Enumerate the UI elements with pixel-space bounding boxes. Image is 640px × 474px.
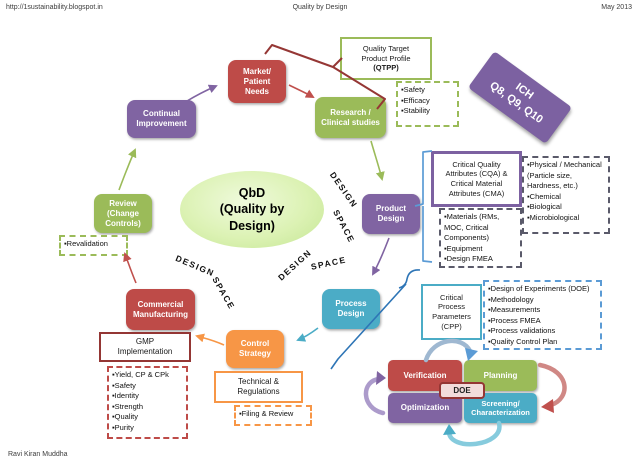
- node-research-clinical-studies: Research / Clinical studies: [315, 97, 386, 138]
- qtpp-acronym: (QTPP): [373, 63, 399, 73]
- list-item: ▪Methodology: [488, 294, 534, 304]
- list-item: ▪Process validations: [488, 326, 556, 335]
- qtpp-title: Quality Target Product Profile: [361, 43, 411, 63]
- arrow-control-to-gmp: [195, 333, 225, 346]
- page-title: Quality by Design: [292, 4, 348, 11]
- arrow-planning-to-screening: [537, 362, 567, 413]
- arrow-optimization-to-verification: [363, 371, 386, 416]
- arrow-continual-to-market: [186, 84, 218, 102]
- node-continual-improvement: Continual Improvement: [127, 100, 196, 138]
- list-revalidation: ▪Revalidation: [59, 235, 128, 256]
- ich-q8-q9-q10-badge: ICH Q8, Q9, Q10: [467, 51, 573, 144]
- design-space-label-bottom-1: DESIGN: [276, 247, 314, 283]
- list-item: ▪Yield, CP & CPk: [112, 370, 169, 379]
- callout-cpp: Critical Process Parameters (CPP): [421, 284, 482, 340]
- list-doe-items: ▪Design of Experiments (DOE)▪Methodology…: [483, 280, 602, 350]
- list-item: ▪Stability: [401, 106, 430, 115]
- callout-cqa-cma: Critical Quality Attributes (CQA) & Crit…: [431, 151, 522, 207]
- callout-technical-regulations: Technical & Regulations: [214, 371, 303, 403]
- node-control-strategy: Control Strategy: [226, 330, 284, 368]
- list-item: ▪Biological: [527, 202, 562, 211]
- list-item: ▪Safety: [112, 380, 136, 390]
- callout-qtpp: Quality Target Product Profile (QTPP): [340, 37, 432, 80]
- list-item: ▪Process FMEA: [488, 315, 541, 325]
- arrow-process-to-control: [296, 327, 319, 342]
- header-date: May 2013: [601, 4, 632, 11]
- design-space-label-left-1: DESIGN: [174, 253, 217, 279]
- list-item: ▪Quality: [112, 412, 139, 421]
- list-item: ▪Chemical: [527, 191, 561, 201]
- arrow-screening-to-optimization: [443, 420, 502, 447]
- list-physical-attributes: ▪Physical / Mechanical (Particle size, H…: [522, 156, 610, 234]
- list-item: ▪Identity: [112, 391, 139, 400]
- cycle-screening-characterization: Screening/ Characterization: [464, 393, 537, 423]
- node-process-design: Process Design: [322, 289, 380, 329]
- node-review-change-controls: Review (Change Controls): [94, 194, 152, 233]
- list-item: ▪Design of Experiments (DOE): [488, 284, 590, 293]
- arrow-review-to-continual: [118, 148, 137, 191]
- list-filing-review: ▪Filing & Review: [234, 405, 312, 426]
- cycle-doe-center: DOE: [439, 382, 485, 399]
- design-space-label-right-1: DESIGN: [327, 170, 360, 210]
- list-materials: ▪Materials (RMs, MOC, Critical Component…: [439, 208, 522, 268]
- list-item: ▪Quality Control Plan: [488, 336, 558, 346]
- header-url: http://1sustainability.blogspot.in: [6, 4, 103, 11]
- arrow-commercial-to-revalidation: [123, 252, 137, 284]
- design-space-label-bottom-2: SPACE: [310, 254, 348, 272]
- list-item: ▪Safety: [401, 85, 425, 94]
- list-gmp-quality-attributes: ▪Yield, CP & CPk▪Safety▪Identity▪Strengt…: [107, 366, 188, 439]
- list-item: ▪Measurements: [488, 305, 541, 314]
- list-qtpp-attributes: ▪Safety▪Efficacy▪Stability: [396, 81, 459, 127]
- node-commercial-manufacturing: Commercial Manufacturing: [126, 289, 195, 330]
- arrow-research-to-product: [370, 140, 385, 181]
- node-product-design: Product Design: [362, 194, 420, 234]
- node-market-patient-needs: Market/ Patient Needs: [228, 60, 286, 103]
- list-item: ▪Microbiological: [527, 212, 580, 222]
- list-item: ▪Equipment: [444, 243, 483, 253]
- arrow-market-to-research: [288, 84, 315, 98]
- list-item: ▪Purity: [112, 422, 134, 432]
- list-item: ▪Materials (RMs, MOC, Critical Component…: [444, 212, 500, 242]
- list-item: ▪Physical / Mechanical (Particle size, H…: [527, 160, 602, 190]
- list-item: ▪Efficacy: [401, 95, 430, 105]
- list-item: ▪Revalidation: [64, 239, 108, 248]
- footer-author: Ravi Kiran Muddha: [8, 451, 68, 458]
- list-item: ▪Strength: [112, 401, 144, 411]
- design-space-label-right-2: SPACE: [331, 208, 357, 245]
- arrow-verification-to-planning: [423, 338, 478, 363]
- qbd-center-ellipse: QbD (Quality by Design): [180, 171, 324, 248]
- list-item: ▪Design FMEA: [444, 254, 493, 263]
- arrow-product-to-process: [372, 237, 390, 276]
- callout-gmp-implementation: GMP Implementation: [99, 332, 191, 362]
- design-space-label-left-2: SPACE: [210, 275, 238, 312]
- list-item: ▪Filing & Review: [239, 409, 294, 418]
